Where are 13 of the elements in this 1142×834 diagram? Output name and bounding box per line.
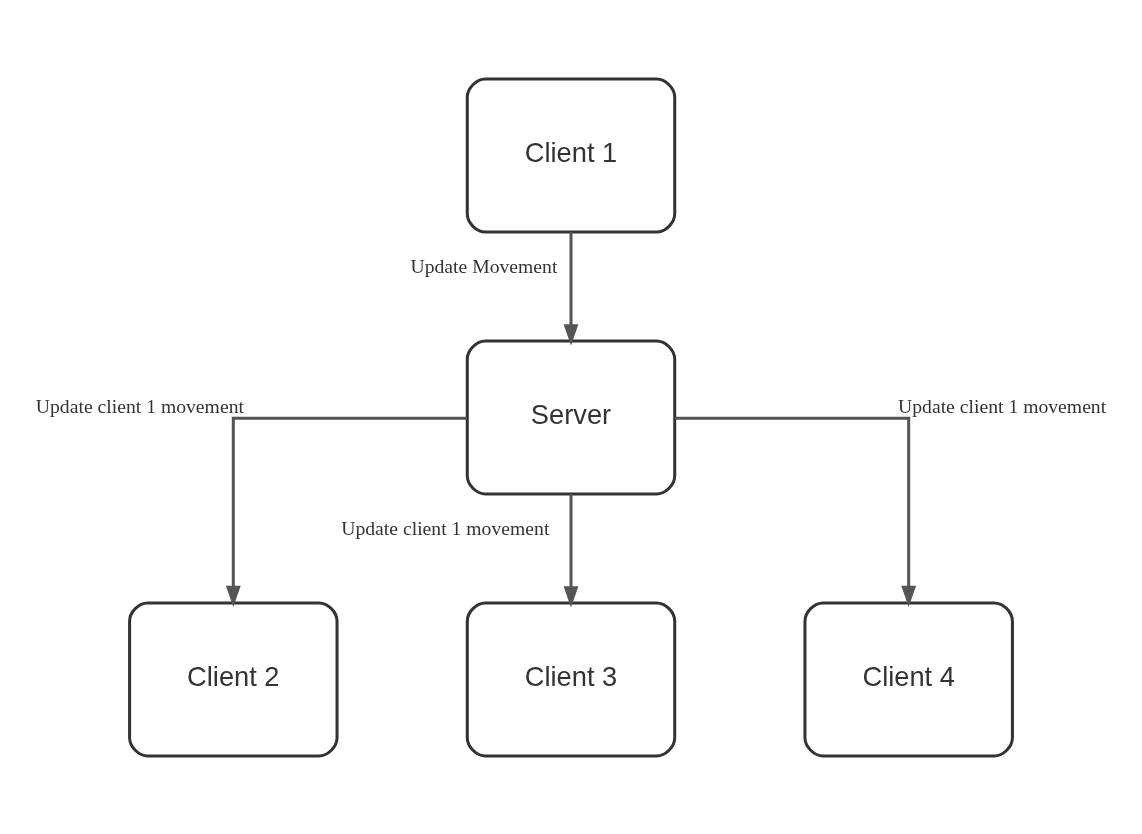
edge-label: Update client 1 movement <box>341 516 550 539</box>
node-box: Client 1 <box>465 77 677 233</box>
arrow <box>225 416 467 607</box>
arrow <box>563 493 579 607</box>
edge-label: Update client 1 movement <box>35 394 244 417</box>
node-box: Client 4 <box>803 601 1014 757</box>
arrow <box>675 416 917 607</box>
arrow <box>563 231 579 345</box>
node-box: Server <box>465 339 677 495</box>
edge-label: Update Movement <box>410 254 558 277</box>
node-box: Client 2 <box>128 601 339 757</box>
node-box: Client 3 <box>465 601 677 757</box>
edge-label: Update client 1 movement <box>898 394 1107 417</box>
